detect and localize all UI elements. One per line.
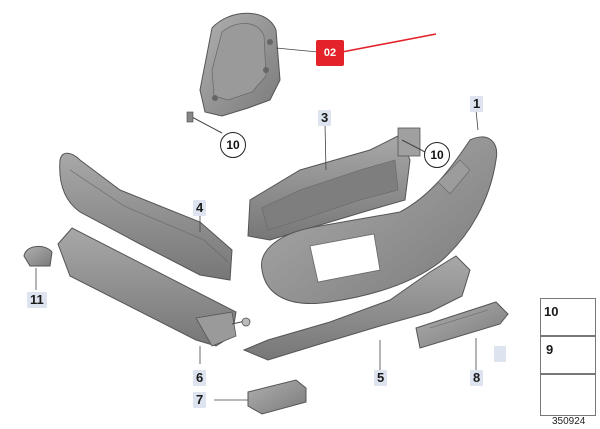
legend-number-10: 10 <box>544 304 559 319</box>
part-7-block <box>247 379 307 415</box>
legend-box-1 <box>540 298 596 336</box>
part-6-lower-cover <box>57 227 251 347</box>
leader-lines <box>35 47 479 401</box>
callout-5[interactable]: 5 <box>374 370 388 386</box>
part-11-clip <box>23 246 53 267</box>
circled-callout-10-left[interactable]: 10 <box>220 132 246 158</box>
part-3-side-panel <box>247 127 426 241</box>
callout-blank <box>494 346 506 362</box>
part-8-small-trim <box>415 301 509 349</box>
callout-3[interactable]: 3 <box>318 110 332 126</box>
part-4-trim-strip <box>59 152 233 281</box>
diagram-number: 350924 <box>552 416 586 427</box>
circled-callout-10-right[interactable]: 10 <box>424 142 450 168</box>
callout-8[interactable]: 8 <box>470 370 484 386</box>
part-1-seat-side-trim <box>261 136 498 304</box>
callout-1[interactable]: 1 <box>470 96 484 112</box>
callout-6[interactable]: 6 <box>193 370 207 386</box>
highlight-arrow <box>341 33 437 53</box>
legend-number-9: 9 <box>546 342 554 357</box>
callout-7[interactable]: 7 <box>193 392 207 408</box>
highlight-label: 02 <box>316 40 344 66</box>
legend-box-3 <box>540 374 596 416</box>
part-02-backrest-trim <box>186 12 281 134</box>
callout-11[interactable]: 11 <box>27 292 47 308</box>
legend-box-2 <box>540 336 596 374</box>
callout-4[interactable]: 4 <box>193 200 207 216</box>
part-5-lower-trim <box>242 255 471 361</box>
